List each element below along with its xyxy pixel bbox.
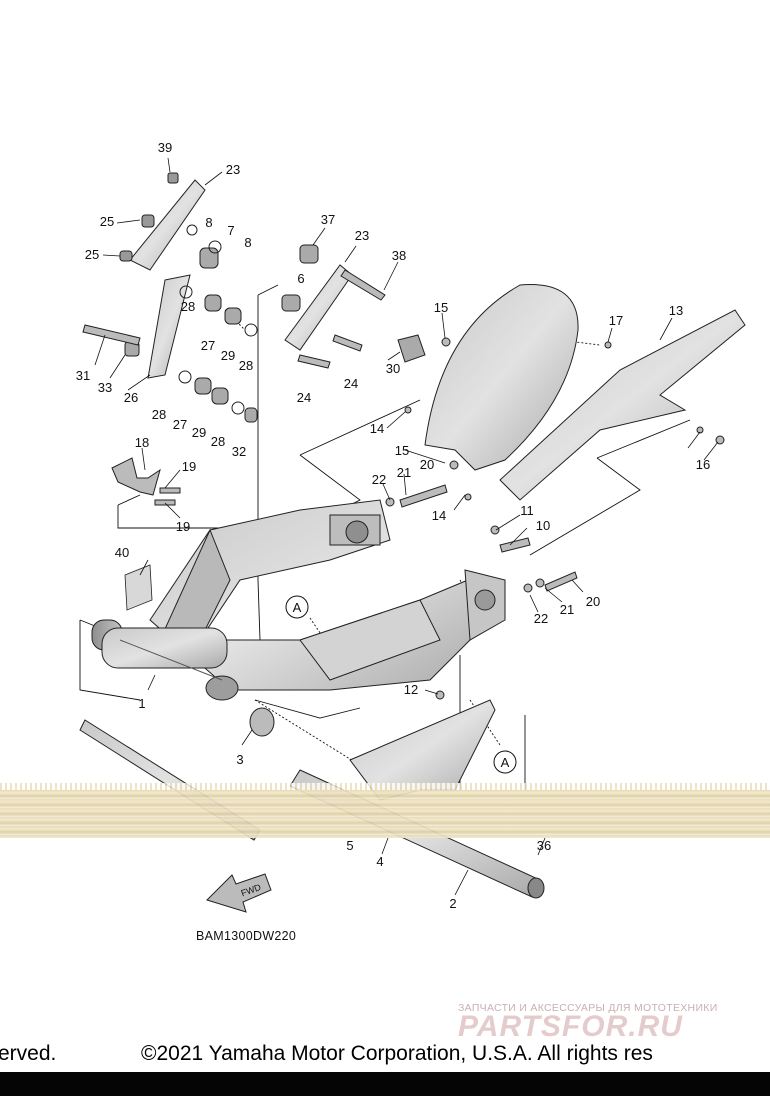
callout: 21 [397, 465, 411, 480]
callout: 29 [192, 425, 206, 440]
callout: 37 [321, 212, 335, 227]
callout: 20 [586, 594, 600, 609]
bracket-18 [111, 457, 161, 496]
callout: 4 [376, 854, 383, 869]
callout: 27 [173, 417, 187, 432]
callout: 38 [392, 248, 406, 263]
watermark-logo: PARTSFOR.RU [458, 1010, 683, 1043]
diagram-code: BAM1300DW220 [196, 929, 296, 943]
callout: 14 [370, 421, 384, 436]
callout: 16 [696, 457, 710, 472]
callout: 10 [536, 518, 550, 533]
callout: 8 [205, 215, 212, 230]
callout: 15 [434, 300, 448, 315]
callout: 14 [432, 508, 446, 523]
callout: 24 [297, 390, 311, 405]
copyright-bar: erved. ©2021 Yamaha Motor Corporation, U… [0, 1042, 770, 1070]
callout: 25 [100, 214, 114, 229]
callout: 29 [221, 348, 235, 363]
svg-text:A: A [501, 755, 510, 770]
watermark-tagline: ЗАПЧАСТИ И АКСЕССУАРЫ ДЛЯ МОТОТЕХНИКИ [458, 1002, 718, 1014]
callout: 24 [344, 376, 358, 391]
callout: 25 [85, 247, 99, 262]
callout: 13 [669, 303, 683, 318]
callout: 17 [609, 313, 623, 328]
callout: 22 [372, 472, 386, 487]
callout: 30 [386, 361, 400, 376]
callout: 12 [404, 682, 418, 697]
callout: 28 [181, 299, 195, 314]
callout: 19 [182, 459, 196, 474]
callout: 2 [449, 896, 456, 911]
callout-numbers: 39 23 25 8 7 8 25 37 23 6 38 15 17 13 31… [76, 140, 710, 911]
callout: 31 [76, 368, 90, 383]
callout: 6 [297, 271, 304, 286]
linkage-parts [82, 172, 426, 423]
reference-a: A A [285, 595, 517, 774]
callout: 27 [201, 338, 215, 353]
callout: 33 [98, 380, 112, 395]
callout: 36 [537, 838, 551, 853]
label-40 [124, 564, 153, 611]
small-hardware [154, 337, 725, 700]
callout: 23 [355, 228, 369, 243]
scan-artifact-band [0, 790, 770, 838]
callout: 22 [534, 611, 548, 626]
callout: 18 [135, 435, 149, 450]
callout: 15 [395, 443, 409, 458]
callout: 40 [115, 545, 129, 560]
copyright-left-fragment: erved. [0, 1042, 57, 1065]
callout: 20 [420, 457, 434, 472]
callout: 11 [520, 503, 534, 518]
callout: 8 [244, 235, 251, 250]
fwd-arrow-icon: FWD [206, 873, 272, 913]
callout: 19 [176, 519, 190, 534]
bottom-bar [0, 1072, 770, 1096]
callout: 23 [226, 162, 240, 177]
callout: 1 [138, 696, 145, 711]
swingarm [91, 499, 506, 701]
copyright-text: ©2021 Yamaha Motor Corporation, U.S.A. A… [141, 1042, 653, 1065]
callout: 28 [211, 434, 225, 449]
callout: 26 [124, 390, 138, 405]
callout: 39 [158, 140, 172, 155]
scan-artifact-edge [0, 783, 770, 791]
rear-fender [424, 284, 579, 471]
callout: 28 [152, 407, 166, 422]
callout: 21 [560, 602, 574, 617]
callout: 5 [346, 838, 353, 853]
callout: 32 [232, 444, 246, 459]
svg-text:A: A [293, 600, 302, 615]
callout-leaders [94, 157, 719, 896]
callout: 7 [227, 223, 234, 238]
callout: 3 [236, 752, 243, 767]
callout: 28 [239, 358, 253, 373]
chain-guard [499, 309, 746, 501]
